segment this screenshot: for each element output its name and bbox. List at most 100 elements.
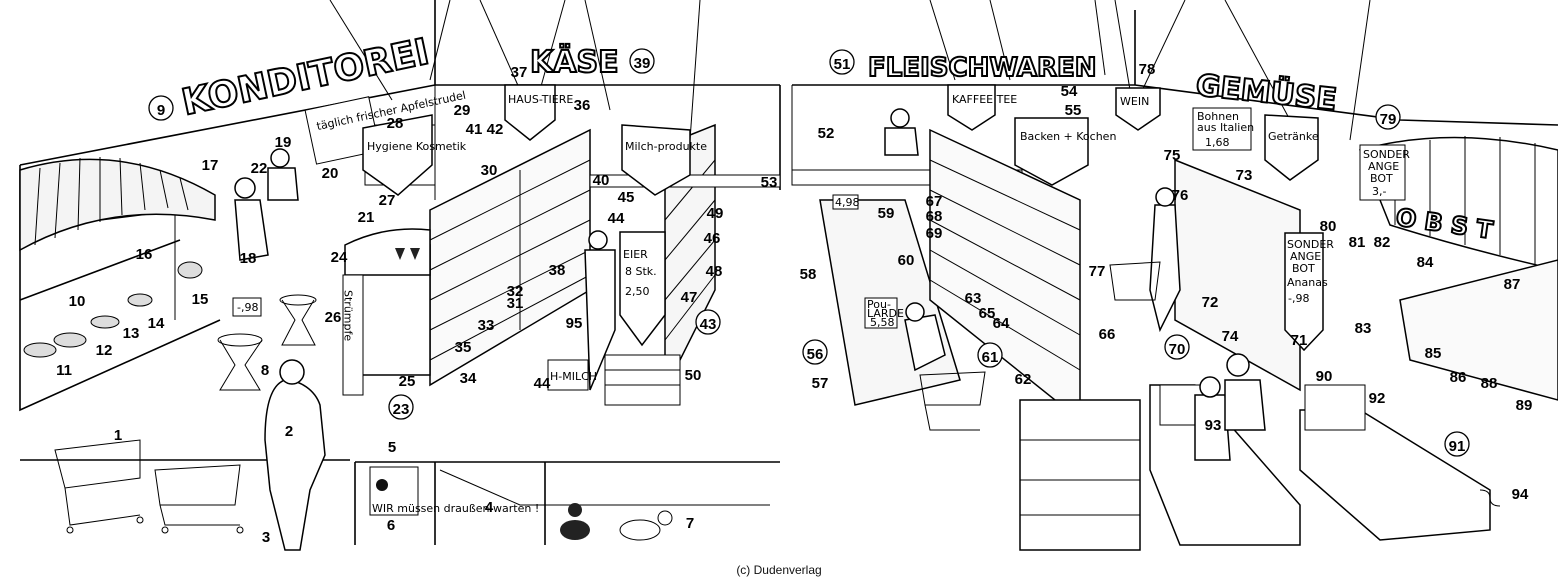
callout-number-34: 34 [460,370,477,387]
sonder-sign-2: ANGE [1368,160,1399,173]
callout-number-54: 54 [1061,83,1078,100]
callout-number-27: 27 [379,192,396,209]
ananas-sign-2: ANGE [1290,250,1321,263]
callout-number-49: 49 [707,205,724,222]
callout-number-8: 8 [261,362,269,379]
callout-number-88: 88 [1481,375,1498,392]
eier-sign-title: EIER [623,248,648,261]
callout-number-42: 42 [487,121,504,138]
callout-number-36: 36 [574,97,591,114]
callout-number-45: 45 [618,189,635,206]
callout-number-62: 62 [1015,371,1032,388]
callout-number-77: 77 [1089,263,1106,280]
callout-number-90: 90 [1316,368,1333,385]
callout-number-87: 87 [1504,276,1521,293]
callout-number-38: 38 [549,262,566,279]
callout-number-63: 63 [965,290,982,307]
callout-number-12: 12 [96,342,113,359]
callout-number-52: 52 [818,125,835,142]
price-tag-98: -,98 [237,301,258,314]
callout-number-60: 60 [898,252,915,269]
hygiene-sign: Hygiene Kosmetik [367,140,467,153]
callout-number-72: 72 [1202,294,1219,311]
callout-number-44: 44 [534,375,551,392]
callout-number-13: 13 [123,325,140,342]
callout-number-64: 64 [993,315,1010,332]
callout-number-15: 15 [192,291,209,308]
callout-number-40: 40 [593,172,610,189]
bohnen-sign-price: 1,68 [1205,136,1230,149]
number-circles [148,48,1470,457]
callout-number-44: 44 [608,210,625,227]
ananas-sign-1: SONDER [1287,238,1334,251]
ananas-sign-5: -,98 [1288,292,1309,305]
callout-number-6: 6 [387,517,395,534]
callout-number-75: 75 [1164,147,1181,164]
callout-number-79: 79 [1380,111,1397,128]
callout-number-43: 43 [700,316,717,333]
ananas-sign-3: BOT [1292,262,1315,275]
callout-number-14: 14 [148,315,165,332]
backen-kochen-sign: Backen + Kochen [1020,130,1116,143]
milchprodukte-sign: Milch-produkte [625,140,707,153]
bohnen-sign-title: Bohnen [1197,110,1239,123]
callout-number-2: 2 [285,423,293,440]
callout-number-16: 16 [136,246,153,263]
callout-number-5: 5 [388,439,396,456]
callout-number-56: 56 [807,346,824,363]
meat-price-tag: 4,98 [835,196,860,209]
callout-number-58: 58 [800,266,817,283]
callout-number-9: 9 [157,102,165,119]
callout-number-26: 26 [325,309,342,326]
callout-number-71: 71 [1291,332,1308,349]
callout-number-21: 21 [358,209,375,226]
callout-number-24: 24 [331,249,348,266]
wir-warten-sign: WIR müssen draußen warten ! [372,502,539,515]
callout-number-7: 7 [686,515,694,532]
sonder-sign-4: 3,- [1372,185,1386,198]
callout-number-80: 80 [1320,218,1337,235]
callout-number-17: 17 [202,157,219,174]
poularde-sign-2: LARDE [867,307,904,320]
sign-kaese: KÄSE [530,44,619,80]
callout-number-82: 82 [1374,234,1391,251]
callout-number-32: 32 [507,283,524,300]
left-panel [19,0,781,551]
callout-number-35: 35 [455,339,472,356]
callout-number-39: 39 [634,55,651,72]
callout-number-19: 19 [275,134,292,151]
callout-number-73: 73 [1236,167,1253,184]
callout-number-70: 70 [1169,341,1186,358]
eier-sign-price: 2,50 [625,285,650,298]
sonder-sign-1: SONDER [1363,148,1410,161]
callout-number-69: 69 [926,225,943,242]
callout-number-20: 20 [322,165,339,182]
callout-number-84: 84 [1417,254,1434,271]
callout-number-28: 28 [387,115,404,132]
callout-number-53: 53 [761,174,778,191]
callout-number-83: 83 [1355,320,1372,337]
callout-number-92: 92 [1369,390,1386,407]
sign-fleischwaren: FLEISCHWAREN [868,53,1097,83]
callout-number-1: 1 [114,427,122,444]
callout-number-93: 93 [1205,417,1222,434]
ananas-sign-4: Ananas [1287,276,1328,289]
callout-number-30: 30 [481,162,498,179]
callout-number-86: 86 [1450,369,1467,386]
h-milch-crate: H-MILCH [550,370,597,383]
callout-number-66: 66 [1099,326,1116,343]
callout-number-18: 18 [240,250,257,267]
callout-number-81: 81 [1349,234,1366,251]
callout-number-61: 61 [982,349,999,366]
callout-number-74: 74 [1222,328,1239,345]
callout-number-25: 25 [399,373,416,390]
callout-number-4: 4 [485,499,494,516]
poularde-sign-3: 5,58 [870,316,895,329]
poularde-sign-1: Pou- [867,298,891,311]
callout-number-33: 33 [478,317,495,334]
credit-text: (c) Dudenverlag [736,563,822,577]
callout-number-78: 78 [1139,61,1156,78]
callout-number-50: 50 [685,367,702,384]
